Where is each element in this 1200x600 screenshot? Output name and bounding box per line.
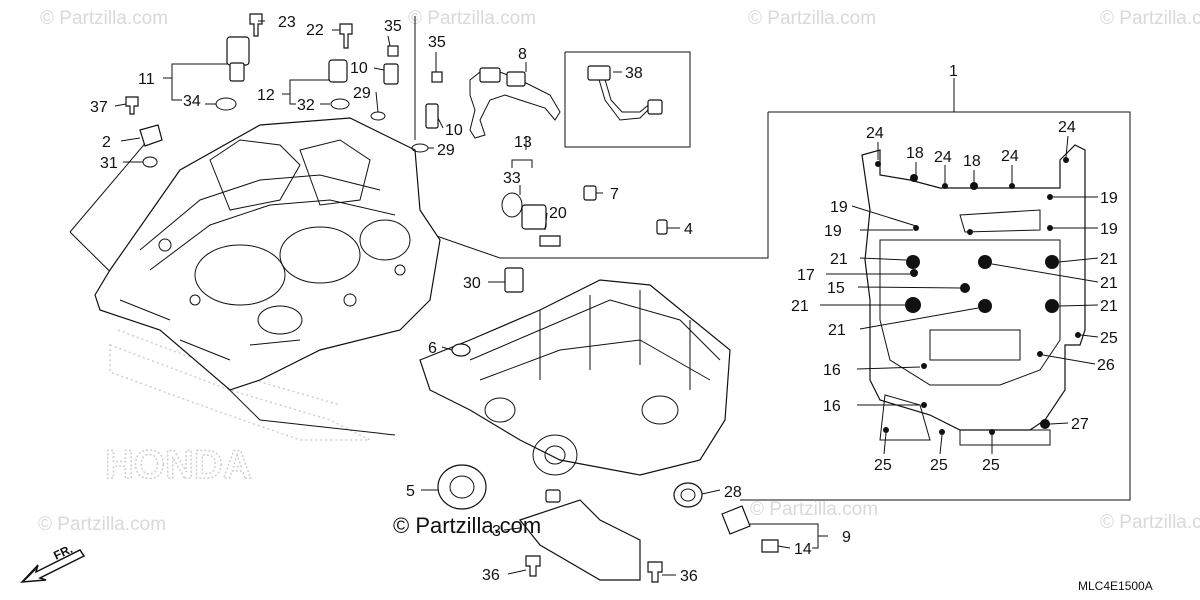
diagram-code: MLC4E1500A <box>1078 579 1153 593</box>
watermark-top-right: © Partzilla.com <box>748 8 876 29</box>
watermarks: © Partzilla.com © Partzilla.com © Partzi… <box>38 8 1200 535</box>
watermark-top-left: © Partzilla.com <box>40 8 168 29</box>
callout-18-b: 18 <box>963 153 981 170</box>
upper-crankcase <box>94 117 441 391</box>
front-arrow: FR. <box>20 542 86 583</box>
callout-24-c: 24 <box>1001 148 1019 165</box>
callout-24-d: 24 <box>1058 119 1076 136</box>
callout-21-c: 21 <box>1100 275 1118 292</box>
callout-24-b: 24 <box>934 149 952 166</box>
callout-21-e: 21 <box>1100 298 1118 315</box>
callout-34: 34 <box>183 93 201 110</box>
callout-8: 8 <box>518 46 527 63</box>
callout-27: 27 <box>1071 416 1089 433</box>
callout-21-d: 21 <box>791 298 809 315</box>
callout-25-b: 25 <box>930 457 948 474</box>
callout-14: 14 <box>794 541 812 558</box>
callout-29-b: 29 <box>437 142 455 159</box>
callout-19-b: 19 <box>824 223 842 240</box>
callout-1: 1 <box>949 63 958 80</box>
callout-4: 4 <box>684 221 693 238</box>
small-parts <box>125 13 779 583</box>
callout-10-b: 10 <box>445 122 463 139</box>
callout-13: 13 <box>514 134 532 151</box>
callout-36-a: 36 <box>482 567 500 584</box>
callout-11: 11 <box>138 71 155 88</box>
callout-25-c: 25 <box>982 457 1000 474</box>
callout-3: 3 <box>492 523 501 540</box>
callout-35-b: 35 <box>428 34 446 51</box>
callout-19-c: 19 <box>1100 190 1118 207</box>
callout-17: 17 <box>797 267 815 284</box>
callout-15: 15 <box>827 280 845 297</box>
callout-29-a: 29 <box>353 85 371 102</box>
gasket-surface <box>861 144 1086 446</box>
callout-36-b: 36 <box>680 568 698 585</box>
callout-18-a: 18 <box>906 145 924 162</box>
watermark-top-center: © Partzilla.com <box>408 8 536 29</box>
lower-crankcase <box>419 279 731 476</box>
callout-19-a: 19 <box>830 199 848 216</box>
watermark-bottom-far-right: © Partzilla.com <box>1100 512 1200 533</box>
callout-32: 32 <box>297 97 315 114</box>
callout-25-d: 25 <box>1100 330 1118 347</box>
callout-20: 20 <box>549 205 567 222</box>
center-watermark: © Partzilla.com <box>393 513 541 538</box>
callout-24-a: 24 <box>866 125 884 142</box>
callout-21-f: 21 <box>828 322 846 339</box>
leader-lines <box>114 20 1099 576</box>
callout-23: 23 <box>278 14 296 31</box>
watermark-top-far-right: © Partzilla.com <box>1100 8 1200 29</box>
watermark-bottom-right: © Partzilla.com <box>750 499 878 520</box>
gasket-fasteners <box>875 157 1081 435</box>
callout-21-b: 21 <box>1100 251 1118 268</box>
callout-2: 2 <box>102 134 111 151</box>
callout-19-d: 19 <box>1100 221 1118 238</box>
callout-31: 31 <box>100 155 118 172</box>
callout-5: 5 <box>406 483 415 500</box>
callout-9: 9 <box>842 529 851 546</box>
callout-25-a: 25 <box>874 457 892 474</box>
callout-10-a: 10 <box>350 60 368 77</box>
callout-26: 26 <box>1097 357 1115 374</box>
callout-38: 38 <box>625 65 643 82</box>
callout-16-b: 16 <box>823 398 841 415</box>
callout-16-a: 16 <box>823 362 841 379</box>
callout-33: 33 <box>503 170 521 187</box>
callout-28: 28 <box>724 484 742 501</box>
callout-30: 30 <box>463 275 481 292</box>
watermark-bottom-left: © Partzilla.com <box>38 514 166 535</box>
callouts: 23 22 35 35 8 38 1 11 34 10 12 32 29 10 … <box>90 14 1118 585</box>
callout-37: 37 <box>90 99 108 116</box>
sensor-11 <box>226 36 250 66</box>
callout-12: 12 <box>257 87 275 104</box>
callout-7: 7 <box>610 186 619 203</box>
callout-35-a: 35 <box>384 18 402 35</box>
callout-6: 6 <box>428 340 437 357</box>
honda-logo-text: HONDA <box>105 443 252 487</box>
callout-21-a: 21 <box>830 251 848 268</box>
callout-22: 22 <box>306 22 324 39</box>
